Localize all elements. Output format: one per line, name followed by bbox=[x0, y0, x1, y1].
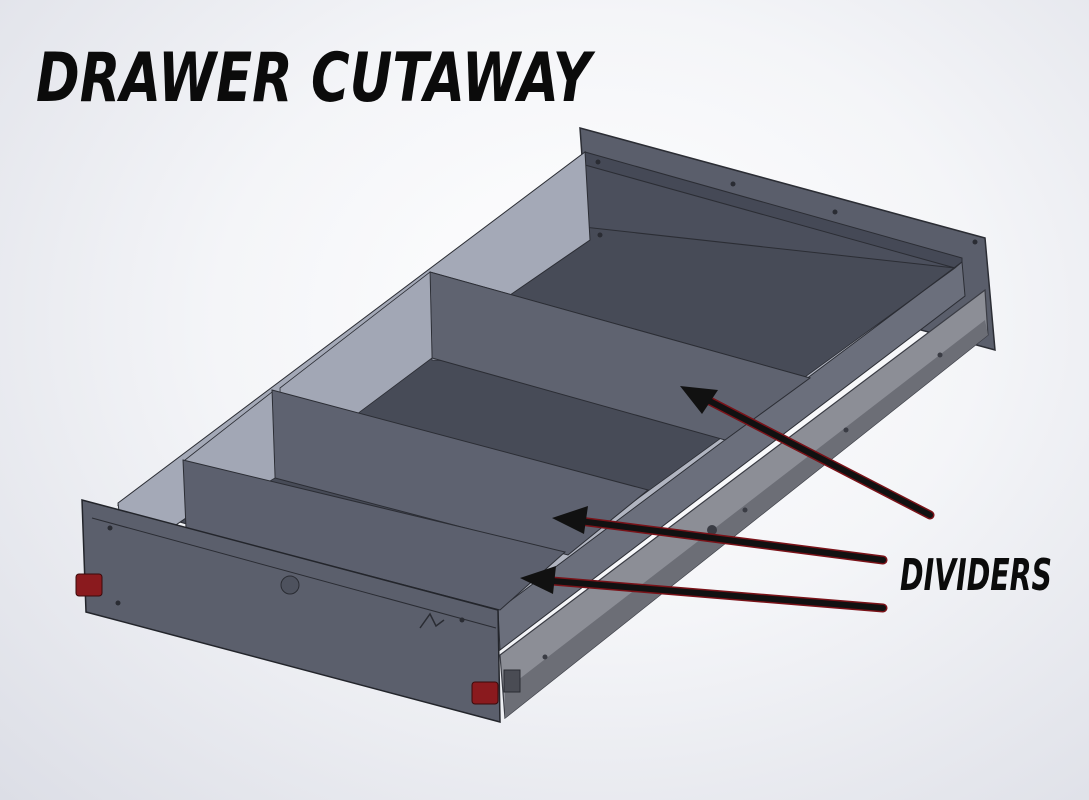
diagram-title: DRAWER CUTAWAY bbox=[36, 39, 596, 118]
arrow-to-front-divider bbox=[520, 566, 888, 613]
front-panel-screw bbox=[107, 525, 113, 531]
arrow-to-middle-divider bbox=[552, 506, 888, 565]
front-panel-screw bbox=[115, 600, 121, 606]
front-panel-hole bbox=[280, 575, 300, 595]
rail-hole bbox=[937, 352, 943, 358]
rail-hole bbox=[742, 507, 748, 513]
rail-hole bbox=[843, 427, 849, 433]
flange-hole bbox=[832, 209, 838, 215]
logo-emboss bbox=[419, 612, 445, 629]
flange-hole bbox=[730, 181, 736, 187]
rail-stop-block bbox=[503, 669, 521, 693]
drawer-model bbox=[75, 126, 996, 723]
front-panel-fold-line bbox=[91, 517, 497, 629]
rail-hole bbox=[707, 525, 717, 535]
divider-front-face bbox=[182, 459, 567, 611]
dividers-callout-label: DIVIDERS bbox=[900, 550, 1052, 601]
rail-hole bbox=[542, 654, 548, 660]
flange-hole bbox=[595, 159, 601, 165]
divider-callout-arrows bbox=[520, 386, 935, 613]
flange-hole bbox=[597, 232, 603, 238]
drawer-slide-rail-shadow bbox=[505, 320, 988, 718]
handle-latch-left bbox=[75, 573, 103, 597]
handle-latch-right bbox=[471, 681, 499, 705]
front-panel-screw bbox=[459, 617, 465, 623]
arrow-to-rear-divider bbox=[680, 386, 935, 520]
flange-hole bbox=[972, 239, 978, 245]
